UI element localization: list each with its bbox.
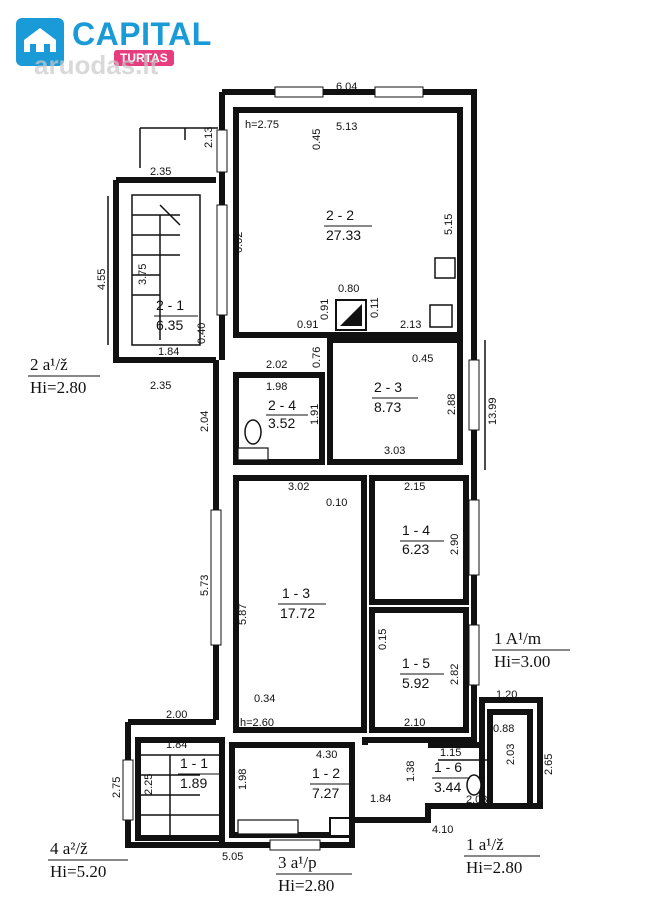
room-id: 1 - 3 [282, 585, 310, 601]
dim-label: 1.38 [405, 761, 417, 782]
dim-label: 0.91 [319, 299, 331, 320]
dim-label: 1.98 [237, 769, 249, 790]
building-labels: 2 a¹/ž Hi=2.80 1 A¹/m Hi=3.00 4 a²/ž Hi=… [28, 355, 570, 895]
dim-label: 1.98 [266, 381, 287, 393]
building-height: Hi=3.00 [494, 652, 550, 671]
windows [122, 86, 480, 851]
dim-label: 1.20 [496, 689, 517, 701]
dim-label: 0.15 [377, 629, 389, 650]
dim-label: 2.88 [446, 394, 458, 415]
dim-label: 6.02 [233, 232, 245, 253]
dim-label: 5.05 [222, 851, 243, 863]
logo-brand: CAPITAL [72, 16, 212, 52]
dim-label: 2.03 [505, 744, 517, 765]
room-id: 2 - 3 [374, 379, 402, 395]
dim-label: 0.80 [338, 283, 359, 295]
room-id: 1 - 1 [180, 755, 208, 771]
dim-label: 4.55 [96, 269, 108, 290]
dim-label: 2.10 [404, 717, 425, 729]
dim-label: 0.91 [297, 319, 318, 331]
building-height: Hi=2.80 [30, 378, 86, 397]
room-id: 2 - 4 [268, 397, 296, 413]
dim-label: 5.13 [336, 121, 357, 133]
dimension-labels: 6.04 h=2.75 5.13 0.45 2.13 2.35 6.02 4.5… [96, 81, 555, 863]
room-area: 27.33 [326, 227, 361, 243]
room-area: 3.52 [268, 415, 295, 431]
room-labels: 2 - 2 27.33 2 - 1 6.35 2 - 3 8.73 2 - 4 … [154, 207, 470, 801]
watermark: aruodas.lt [34, 50, 159, 80]
dim-label: 3.02 [288, 481, 309, 493]
building-code: 2 a¹/ž [30, 355, 68, 374]
dim-label: 2.13 [203, 127, 215, 148]
room-id: 1 - 6 [434, 759, 462, 775]
room-area: 8.73 [374, 399, 401, 415]
dim-label: 3.75 [137, 264, 149, 285]
dimension-lines [107, 127, 486, 470]
dim-label: 0.45 [311, 129, 323, 150]
dim-label: 2.75 [111, 777, 123, 798]
room-id: 1 - 2 [312, 765, 340, 781]
dim-label: h=2.75 [245, 119, 279, 131]
dim-label: 2.65 [543, 754, 555, 775]
building-height: Hi=2.80 [278, 876, 334, 895]
room-area: 7.27 [312, 785, 339, 801]
dim-label: 0.45 [412, 353, 433, 365]
dim-label: 2.15 [404, 481, 425, 493]
dim-label: 6.04 [336, 81, 357, 93]
room-area: 6.23 [402, 541, 429, 557]
dim-label: 1.84 [166, 739, 187, 751]
dim-label: 2.25 [143, 774, 155, 795]
dim-label: 2.03 [466, 794, 487, 806]
building-code: 1 a¹/ž [466, 835, 504, 854]
dim-label: 2.04 [199, 411, 211, 432]
company-logo: CAPITAL TURTAS [16, 16, 226, 78]
dim-label: 0.11 [369, 297, 381, 318]
dim-label: 1.91 [309, 404, 321, 425]
dim-label: h=2.60 [240, 717, 274, 729]
dim-label: 2.90 [449, 534, 461, 555]
room-area: 6.35 [156, 317, 183, 333]
room-area: 17.72 [280, 605, 315, 621]
building-height: Hi=2.80 [466, 858, 522, 877]
dim-label: 5.73 [199, 575, 211, 596]
room-id: 2 - 2 [326, 207, 354, 223]
building-code: 4 a²/ž [50, 839, 88, 858]
walls [113, 89, 543, 848]
fixtures [237, 257, 482, 837]
dim-label: 0.40 [196, 323, 208, 344]
staircase-upper [131, 194, 201, 346]
dim-label: 3.03 [384, 445, 405, 457]
staircase-lower [140, 754, 220, 835]
dim-label: 0.10 [326, 497, 347, 509]
dim-label: 5.87 [237, 604, 249, 625]
dim-label: 4.30 [316, 749, 337, 761]
dim-label: 2.00 [166, 709, 187, 721]
logo-sub: TURTAS [114, 50, 174, 66]
dim-label: 1.84 [158, 346, 179, 358]
building-code: 1 A¹/m [494, 629, 541, 648]
house-logo-icon [16, 18, 64, 66]
dim-label: 2.13 [400, 319, 421, 331]
dim-label: 13.99 [487, 397, 499, 425]
dim-label: 1.15 [440, 747, 461, 759]
dim-label: 0.88 [493, 723, 514, 735]
dim-label: 0.76 [311, 347, 323, 368]
dim-label: 1.84 [370, 793, 391, 805]
dim-label: 2.35 [150, 380, 171, 392]
room-id: 1 - 5 [402, 655, 430, 671]
dim-label: 2.35 [150, 166, 171, 178]
room-area: 1.89 [180, 775, 207, 791]
room-id: 2 - 1 [156, 297, 184, 313]
room-area: 3.44 [434, 779, 461, 795]
building-code: 3 a¹/p [278, 853, 317, 872]
dim-label: 4.10 [432, 824, 453, 836]
dim-label: 0.34 [254, 693, 275, 705]
dim-label: 2.02 [266, 359, 287, 371]
building-height: Hi=5.20 [50, 862, 106, 881]
dim-label: 2.82 [449, 664, 461, 685]
room-id: 1 - 4 [402, 522, 430, 538]
room-area: 5.92 [402, 675, 429, 691]
dim-label: 5.15 [443, 214, 455, 235]
